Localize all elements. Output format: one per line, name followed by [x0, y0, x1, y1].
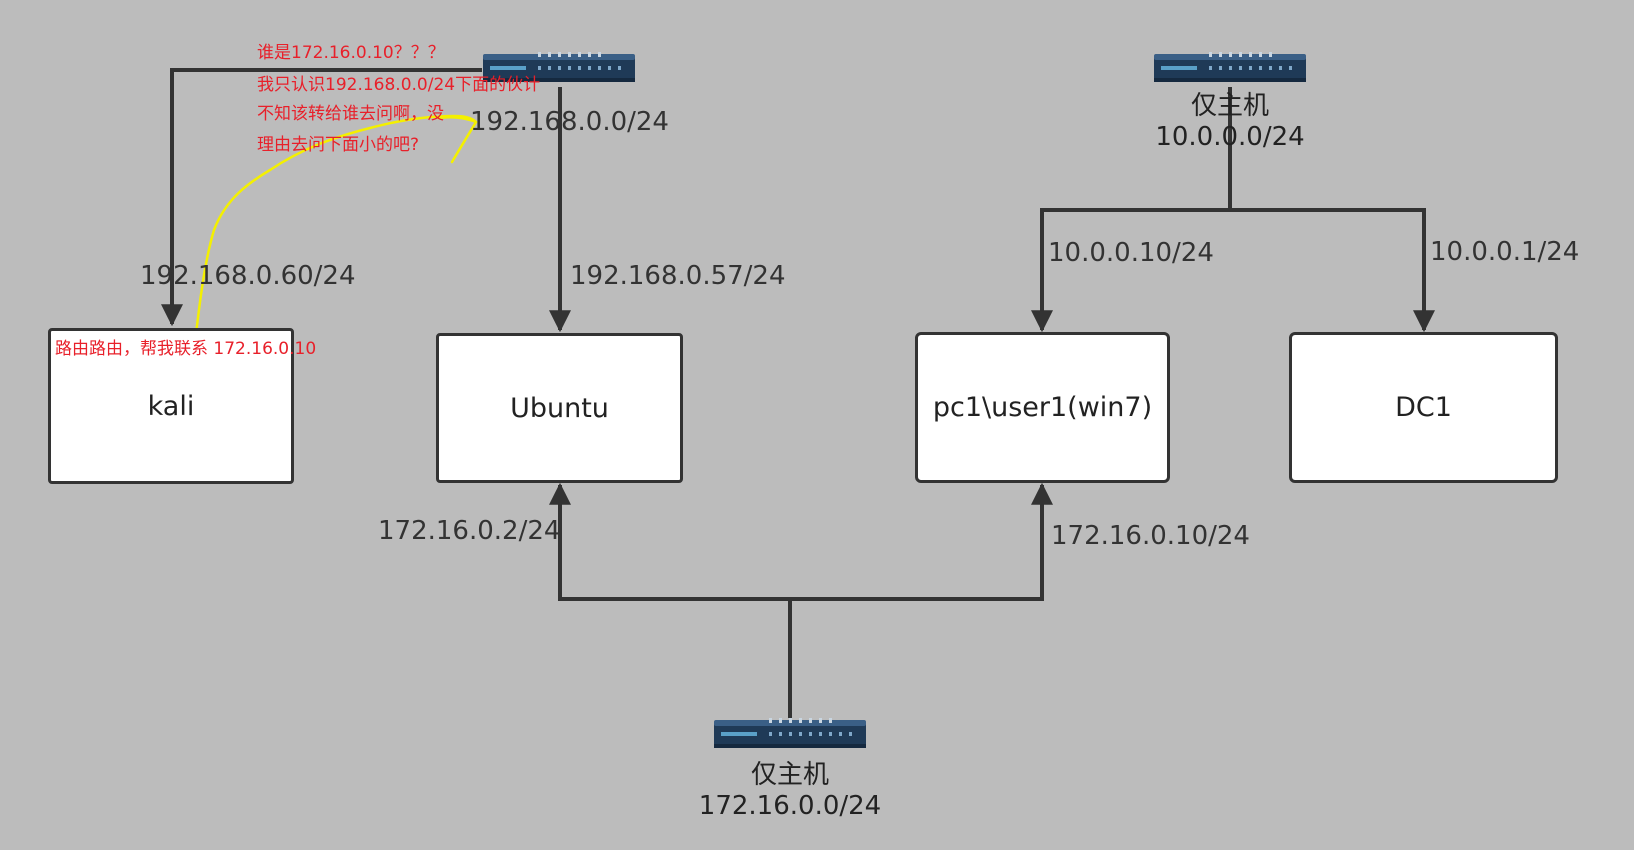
link-hostonly-top-dc1 — [1230, 208, 1435, 333]
link-bridge-kali — [161, 68, 482, 327]
link-hostonly-bottom-ubuntu — [549, 482, 790, 601]
host-kali[interactable]: kali — [48, 328, 294, 484]
kali-ip-label: 192.168.0.60/24 — [140, 261, 356, 291]
annotation-router-line4: 理由去问下面小的吧? — [257, 135, 420, 155]
pc1-ip1-label: 10.0.0.10/24 — [1048, 238, 1214, 268]
host-pc1-label: pc1\user1(win7) — [932, 392, 1153, 423]
network-switch-icon — [483, 52, 635, 82]
host-pc1[interactable]: pc1\user1(win7) — [915, 332, 1170, 483]
host-ubuntu-label: Ubuntu — [510, 392, 609, 424]
hostonly-top-name: 仅主机 — [1190, 91, 1270, 121]
ubuntu-ip1-label: 192.168.0.57/24 — [570, 261, 786, 291]
host-dc1[interactable]: DC1 — [1289, 332, 1558, 483]
annotation-kali-request: 路由路由，帮我联系 172.16.0.10 — [55, 339, 317, 359]
ubuntu-ip2-label: 172.16.0.2/24 — [378, 516, 561, 546]
network-switch-icon — [714, 718, 866, 748]
host-dc1-label: DC1 — [1395, 392, 1452, 423]
hostonly-bottom-name: 仅主机 — [750, 760, 829, 790]
annotation-router-line2: 我只认识192.168.0.0/24下面的伙计 — [257, 75, 541, 95]
hostonly-top-subnet: 10.0.0.0/24 — [1155, 122, 1305, 152]
pc1-ip2-label: 172.16.0.10/24 — [1051, 521, 1250, 551]
hostonly-bottom-subnet: 172.16.0.0/24 — [698, 791, 882, 821]
annotation-freehand-arrowhead — [436, 115, 478, 124]
annotation-router-line3: 不知该转给谁去问啊，没 — [257, 104, 444, 124]
dc1-ip-label: 10.0.0.1/24 — [1430, 237, 1580, 267]
link-hostonly-bottom-pc1 — [790, 482, 1053, 601]
hostonly-bottom-label: 仅主机 172.16.0.0/24 — [699, 760, 881, 822]
bridge-subnet-label: 192.168.0.0/24 — [470, 107, 669, 137]
annotation-router-line1: 谁是172.16.0.10？？？ — [257, 43, 445, 63]
host-ubuntu[interactable]: Ubuntu — [436, 333, 683, 483]
link-hostonly-top-pc1 — [1031, 208, 1230, 333]
network-switch-icon — [1154, 52, 1306, 82]
host-kali-label: kali — [147, 390, 195, 422]
hostonly-top-label: 仅主机 10.0.0.0/24 — [1155, 91, 1304, 153]
